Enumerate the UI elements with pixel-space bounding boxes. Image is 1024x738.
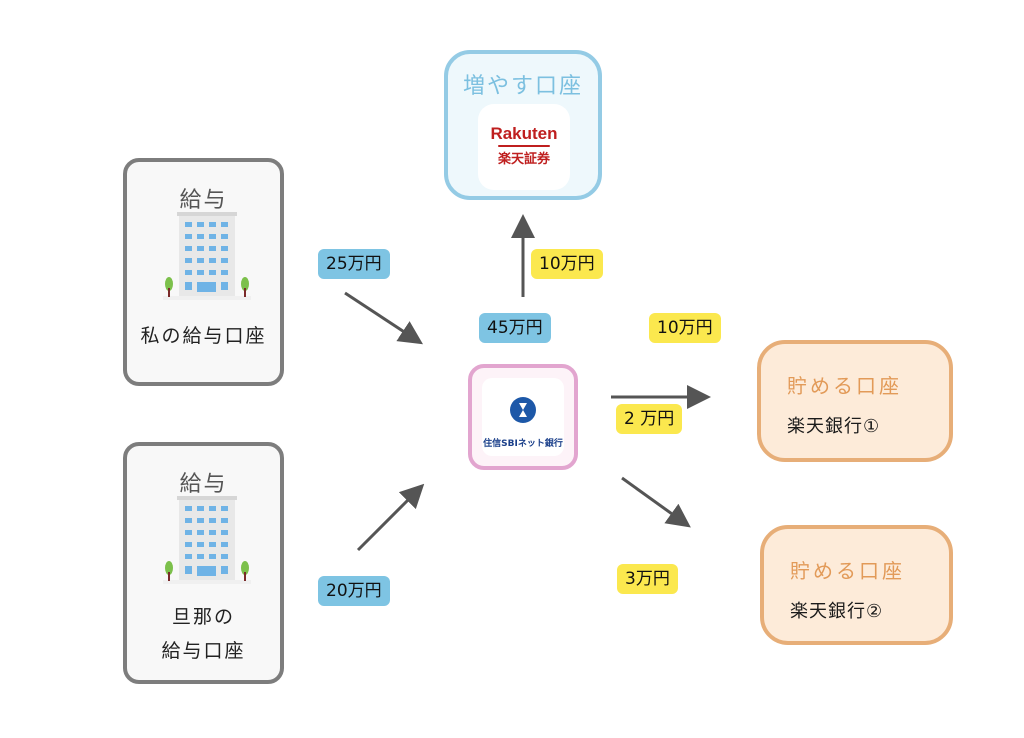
arrow-hub-to-savings-2 [621, 476, 691, 528]
arrow-my-salary-to-hub [344, 291, 424, 345]
savings-title: 貯める口座 [790, 559, 905, 583]
amount-tag-hub-total: 45万円 [479, 313, 551, 343]
amount-tag-savings-2: 3万円 [617, 564, 678, 594]
source-title: 給与 [179, 188, 228, 213]
account-name: 私の給与口座 [140, 325, 267, 347]
savings-bank-name: 楽天銀行② [790, 601, 884, 622]
source-card-my-salary: 給与 私の給与口座 [123, 158, 284, 386]
source-title: 給与 [179, 472, 228, 497]
source-card-husband-salary: 給与 旦那の 給与口座 [123, 442, 284, 684]
invest-title: 増やす口座 [462, 74, 583, 99]
amount-tag-my-salary: 25万円 [318, 249, 390, 279]
office-building-icon [163, 212, 251, 300]
savings-card-1: 貯める口座 楽天銀行① [757, 340, 953, 462]
hub-bank-card: 住信SBIネット銀行 [468, 364, 578, 470]
amount-tag-invest: 10万円 [531, 249, 603, 279]
account-name-line-2: 給与口座 [161, 640, 246, 662]
sbi-bank-logo: 住信SBIネット銀行 [482, 378, 564, 456]
arrow-husband-salary-to-hub [356, 483, 425, 552]
amount-tag-savings-1a: 10万円 [649, 313, 721, 343]
savings-card-2: 貯める口座 楽天銀行② [760, 525, 953, 645]
amount-tag-husband-salary: 20万円 [318, 576, 390, 606]
invest-account-card: 増やす口座 Rakuten 楽天証券 [444, 50, 602, 200]
rakuten-logo-underline [498, 145, 550, 147]
amount-tag-savings-1b: 2 万円 [616, 404, 683, 434]
account-name-line-1: 旦那の [171, 606, 235, 628]
rakuten-securities-logo: Rakuten 楽天証券 [478, 104, 570, 190]
sbi-logo-text: 住信SBIネット銀行 [483, 439, 563, 449]
rakuten-logo-text: Rakuten [490, 124, 558, 143]
rakuten-securities-text: 楽天証券 [497, 152, 550, 167]
savings-title: 貯める口座 [787, 374, 902, 398]
sbi-logo-icon [510, 397, 536, 423]
savings-bank-name: 楽天銀行① [787, 416, 881, 437]
office-building-icon [163, 496, 251, 584]
